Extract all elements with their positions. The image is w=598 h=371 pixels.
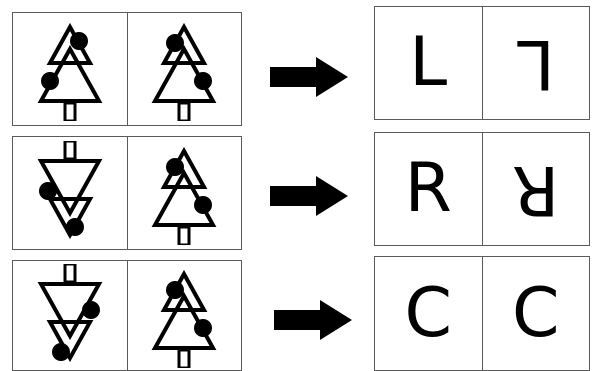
tree-upright-dots-right-icon xyxy=(151,22,217,121)
letter-panel-row-3: C C xyxy=(374,256,590,371)
letter-cell-row-3-right: C xyxy=(481,257,590,370)
letter-cell-row-2-right: R xyxy=(481,133,590,245)
letter-original: C xyxy=(404,273,452,353)
letter-original: R xyxy=(404,149,452,228)
tree-panel-row-3 xyxy=(12,260,242,371)
tree-cell-row-3-right xyxy=(126,261,242,370)
right-arrow-icon xyxy=(270,57,348,97)
tree-cell-row-3-left xyxy=(13,261,127,370)
tree-cell-row-1-left xyxy=(13,13,127,125)
right-arrow-icon xyxy=(270,176,348,216)
tree-upright-dots-left-icon xyxy=(37,22,103,121)
tree-panel-row-1 xyxy=(12,12,242,126)
tree-cell-row-2-left xyxy=(13,137,127,249)
tree-cell-row-1-right xyxy=(126,13,242,125)
letter-cell-row-3-left: C xyxy=(375,257,482,370)
tree-upright-dots-right-icon xyxy=(151,269,217,368)
tree-inverted-dots-icon xyxy=(37,141,103,240)
letter-original: L xyxy=(409,23,448,102)
tree-cell-row-2-right xyxy=(126,137,242,249)
right-arrow-icon xyxy=(274,300,352,340)
letter-cell-row-1-left: L xyxy=(375,7,482,119)
tree-panel-row-2 xyxy=(12,136,242,250)
letter-transformed: L xyxy=(516,24,555,103)
tree-upright-dots-right-icon xyxy=(151,146,217,245)
letter-transformed: C xyxy=(512,273,560,353)
letter-panel-row-1: L L xyxy=(374,6,590,120)
letter-transformed: R xyxy=(512,150,560,229)
tree-inverted-dots-icon xyxy=(37,263,103,362)
letter-panel-row-2: R R xyxy=(374,132,590,246)
letter-cell-row-2-left: R xyxy=(375,133,482,245)
letter-cell-row-1-right: L xyxy=(481,7,590,119)
